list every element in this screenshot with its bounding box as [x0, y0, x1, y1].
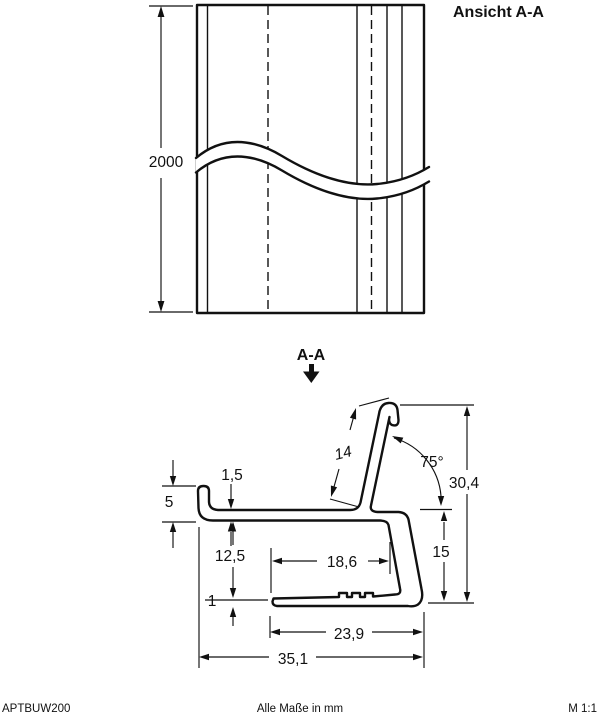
arrowhead: [437, 496, 445, 506]
arrowhead: [229, 521, 237, 532]
arrowhead: [227, 499, 235, 509]
elevation-view: [194, 3, 431, 315]
dim-label-length: 2000: [149, 154, 184, 171]
arrowhead: [199, 653, 209, 661]
section-label: A-A: [297, 347, 326, 364]
dim-web-depth: 12,5: [215, 521, 245, 598]
dim-label-lip-height: 5: [165, 494, 174, 511]
break-line: [194, 140, 431, 201]
part-number: APTBUW200: [2, 703, 70, 715]
arrowhead: [349, 408, 357, 420]
dim-label-inner-width: 18,6: [327, 554, 357, 571]
section-arrow-icon: [303, 364, 320, 383]
dim-inner-width: 18,6: [270, 542, 391, 593]
arrowhead: [413, 628, 423, 636]
arrowhead: [272, 557, 282, 565]
dim-arm-length: 14: [329, 397, 390, 508]
dim-arm-angle: 75°: [392, 436, 445, 506]
dim-right-height: 15: [420, 508, 452, 601]
section-marker: A-A: [297, 347, 326, 383]
dim-label-web-depth: 12,5: [215, 548, 245, 565]
dim-flange-thickness: 1,5: [221, 467, 243, 546]
dim-label-flange-thickness: 1,5: [221, 467, 243, 484]
arrowhead: [330, 485, 338, 497]
arrowhead: [169, 522, 177, 532]
dim-label-arm-angle: 75°: [420, 454, 443, 471]
dim-overall-height: 30,4: [400, 404, 480, 604]
arrowhead: [392, 436, 404, 444]
dim-label-overall-height: 30,4: [449, 475, 480, 492]
scale-label: M 1:1: [568, 703, 597, 715]
arrowhead: [157, 6, 165, 17]
footer: APTBUW200 Alle Maße in mm M 1:1: [2, 703, 597, 715]
units-note: Alle Maße in mm: [257, 703, 343, 715]
arrowhead: [157, 301, 165, 312]
arrowhead: [270, 628, 280, 636]
dim-overall-width: 35,1: [198, 527, 423, 668]
arrowhead: [440, 511, 448, 521]
arrowhead: [463, 592, 471, 602]
profile-outline: [196, 401, 424, 608]
arrowhead: [229, 607, 237, 617]
dim-label-overall-width: 35,1: [278, 651, 308, 668]
arrowhead: [413, 653, 423, 661]
view-title: Ansicht A-A: [453, 4, 544, 21]
cross-section-view: [196, 401, 424, 608]
arrowhead: [379, 557, 389, 565]
dim-length-2000: 2000: [149, 5, 193, 313]
arrowhead: [463, 406, 471, 416]
arrowhead: [169, 476, 177, 486]
dim-label-base-thickness: 1: [208, 593, 217, 610]
dim-label-base-width: 23,9: [334, 626, 364, 643]
dim-base-thickness: 1: [205, 593, 268, 626]
dim-label-right-height: 15: [432, 544, 449, 561]
profile-front-outline: [195, 3, 426, 315]
arrowhead: [440, 591, 448, 601]
arrowhead: [229, 588, 237, 598]
dim-base-width: 23,9: [269, 612, 425, 668]
dim-lip-height: 5: [162, 460, 196, 548]
dim-label-arm-length: 14: [333, 443, 354, 464]
